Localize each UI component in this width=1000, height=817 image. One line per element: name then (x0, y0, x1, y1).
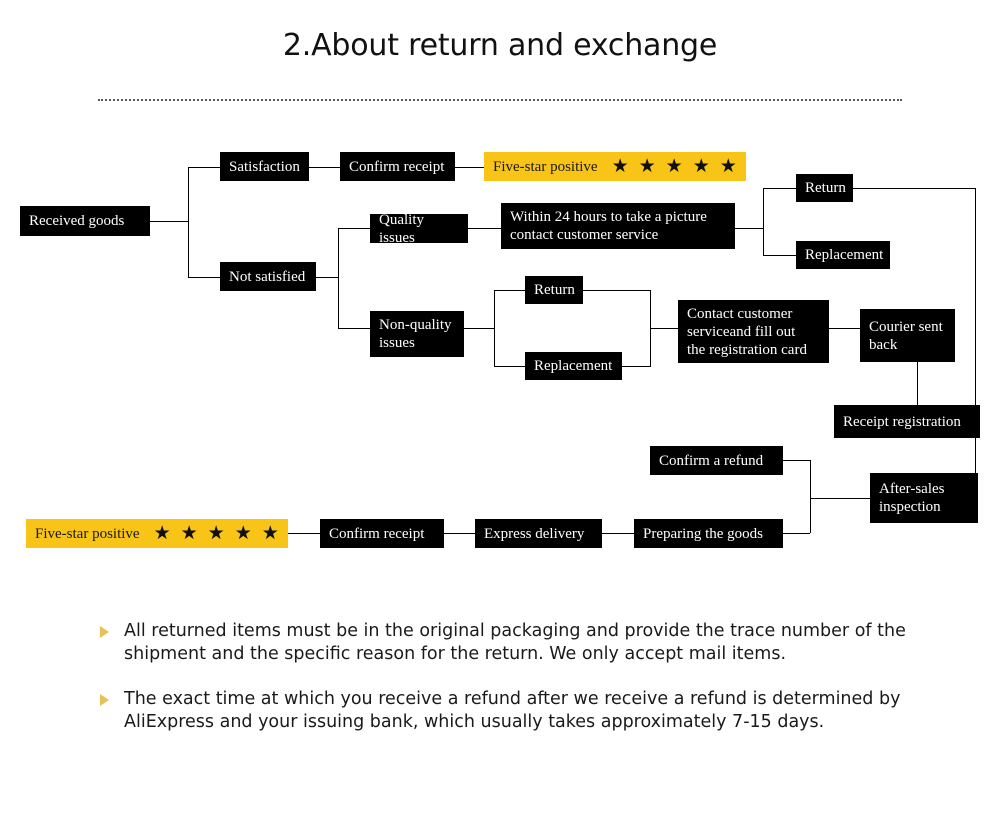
note-item: The exact time at which you receive a re… (100, 688, 930, 734)
node-replacement-mid[interactable]: Replacement (525, 352, 622, 380)
node-confirm-a-refund[interactable]: Confirm a refund (650, 446, 783, 475)
node-confirm-receipt-bottom[interactable]: Confirm receipt (320, 519, 444, 548)
page-title: 2.About return and exchange (282, 28, 718, 63)
node-confirm-receipt-bottom-label: Confirm receipt (329, 525, 425, 542)
triangle-bullet-icon (100, 626, 116, 638)
node-courier-sent-back[interactable]: Courier sent back (860, 309, 955, 362)
edge-return-mid-to-merge (583, 290, 650, 291)
node-receipt-registration[interactable]: Receipt registration (834, 405, 980, 438)
edge-split3-to-replacement-top (763, 255, 796, 256)
node-express-delivery-label: Express delivery (484, 525, 585, 542)
edge-satisfaction-to-confirm (309, 167, 340, 168)
node-replacement-top-label: Replacement (805, 247, 884, 263)
title-divider (98, 99, 902, 101)
node-courier-sent-back-label: Courier sent back (869, 318, 943, 353)
node-five-star-positive-top-label: Five-star positive (493, 158, 598, 175)
edge-within24h-to-split3 (735, 228, 763, 229)
star-icon: ★ (153, 523, 171, 544)
node-return-top[interactable]: Return (796, 174, 853, 202)
edge-replacement-mid-to-merge (622, 366, 650, 367)
edge-split5-to-preparing (783, 533, 810, 534)
node-satisfaction[interactable]: Satisfaction (220, 152, 309, 181)
edge-split3-to-return-top (763, 188, 796, 189)
star-icon: ★ (611, 156, 629, 177)
edge-split2-to-quality (338, 228, 370, 229)
triangle-bullet-icon (100, 694, 116, 706)
note-item: All returned items must be in the origin… (100, 620, 930, 666)
note-text: The exact time at which you receive a re… (124, 689, 901, 732)
node-express-delivery[interactable]: Express delivery (475, 519, 602, 548)
edge-split4-to-replacement-mid (494, 366, 525, 367)
node-not-satisfied-label: Not satisfied (229, 268, 306, 285)
node-non-quality-issues-label: Non-quality issues (379, 317, 452, 351)
node-quality-issues[interactable]: Quality issues (370, 212, 468, 246)
node-receipt-registration-label: Receipt registration (843, 413, 961, 430)
star-icon: ★ (638, 156, 656, 177)
star-icon: ★ (180, 523, 198, 544)
node-preparing-the-goods-label: Preparing the goods (643, 525, 763, 542)
node-replacement-top[interactable]: Replacement (796, 241, 890, 269)
edge-received-to-split (150, 221, 188, 222)
node-received-goods[interactable]: Received goods (20, 206, 150, 236)
node-confirm-receipt-top-label: Confirm receipt (349, 158, 445, 175)
edge-confirm-to-fivestar (455, 167, 484, 168)
edge-right-rail-vertical (975, 188, 976, 405)
star-icon: ★ (234, 523, 252, 544)
edge-split5-vertical (810, 460, 811, 533)
node-after-sales-inspection[interactable]: After-sales inspection (870, 473, 978, 523)
note-text: All returned items must be in the origin… (124, 621, 906, 664)
node-not-satisfied[interactable]: Not satisfied (220, 262, 316, 291)
edge-confirm-bottom-to-fivestar (288, 533, 320, 534)
node-contact-customer-service-registration[interactable]: Contact customer serviceand fill out the… (678, 300, 829, 363)
notes-list: All returned items must be in the origin… (100, 620, 930, 756)
node-satisfaction-label: Satisfaction (229, 158, 300, 175)
edge-split2-to-nonquality (338, 328, 370, 329)
edge-preparing-to-express (602, 533, 634, 534)
edge-courier-to-receipt (917, 362, 918, 405)
star-icon: ★ (207, 523, 225, 544)
node-replacement-mid-label: Replacement (534, 358, 613, 374)
node-preparing-the-goods[interactable]: Preparing the goods (634, 519, 783, 548)
node-within-24-hours[interactable]: Within 24 hours to take a picture contac… (501, 203, 735, 249)
edge-express-to-confirm-bottom (444, 533, 475, 534)
edge-split-vertical (188, 167, 189, 278)
edge-nonquality-to-split4 (464, 328, 494, 329)
node-quality-issues-label: Quality issues (379, 211, 424, 246)
node-contact-customer-service-registration-label: Contact customer serviceand fill out the… (687, 305, 807, 358)
edge-split4-vertical (494, 290, 495, 366)
edge-merge-to-contact (650, 328, 678, 329)
node-five-star-positive-top[interactable]: Five-star positive ★ ★ ★ ★ ★ (484, 152, 746, 181)
node-within-24-hours-label: Within 24 hours to take a picture contac… (510, 209, 707, 243)
node-five-star-positive-bottom[interactable]: Five-star positive ★ ★ ★ ★ ★ (26, 519, 288, 548)
node-received-goods-label: Received goods (29, 213, 125, 229)
edge-aftersales-to-split5 (810, 498, 870, 499)
node-return-top-label: Return (805, 180, 846, 196)
star-icon: ★ (692, 156, 710, 177)
node-confirm-receipt-top[interactable]: Confirm receipt (340, 152, 455, 181)
star-rating-bottom: ★ ★ ★ ★ ★ (154, 524, 279, 543)
edge-split3-vertical (763, 188, 764, 255)
node-five-star-positive-bottom-label: Five-star positive (35, 525, 140, 542)
edge-quality-to-within24h (468, 228, 501, 229)
node-return-mid[interactable]: Return (525, 276, 583, 304)
edge-receipt-to-aftersales (975, 438, 976, 480)
node-after-sales-inspection-label: After-sales inspection (879, 481, 945, 515)
star-icon: ★ (261, 523, 279, 544)
edge-split5-to-confirm-refund (783, 460, 810, 461)
edge-split2-vertical (338, 228, 339, 328)
edge-return-top-to-rail (853, 188, 975, 189)
star-rating-top: ★ ★ ★ ★ ★ (612, 157, 737, 176)
star-icon: ★ (719, 156, 737, 177)
return-exchange-flowchart: Received goods Satisfaction Not satisfie… (20, 152, 980, 548)
edge-contact-to-courier (829, 328, 860, 329)
node-return-mid-label: Return (534, 282, 575, 298)
node-non-quality-issues[interactable]: Non-quality issues (370, 311, 464, 357)
edge-notsatisfied-to-split2 (316, 277, 338, 278)
edge-split-to-not-satisfied (188, 277, 220, 278)
edge-split4-to-return-mid (494, 290, 525, 291)
star-icon: ★ (665, 156, 683, 177)
edge-split-to-satisfaction (188, 167, 220, 168)
node-confirm-a-refund-label: Confirm a refund (659, 452, 764, 469)
